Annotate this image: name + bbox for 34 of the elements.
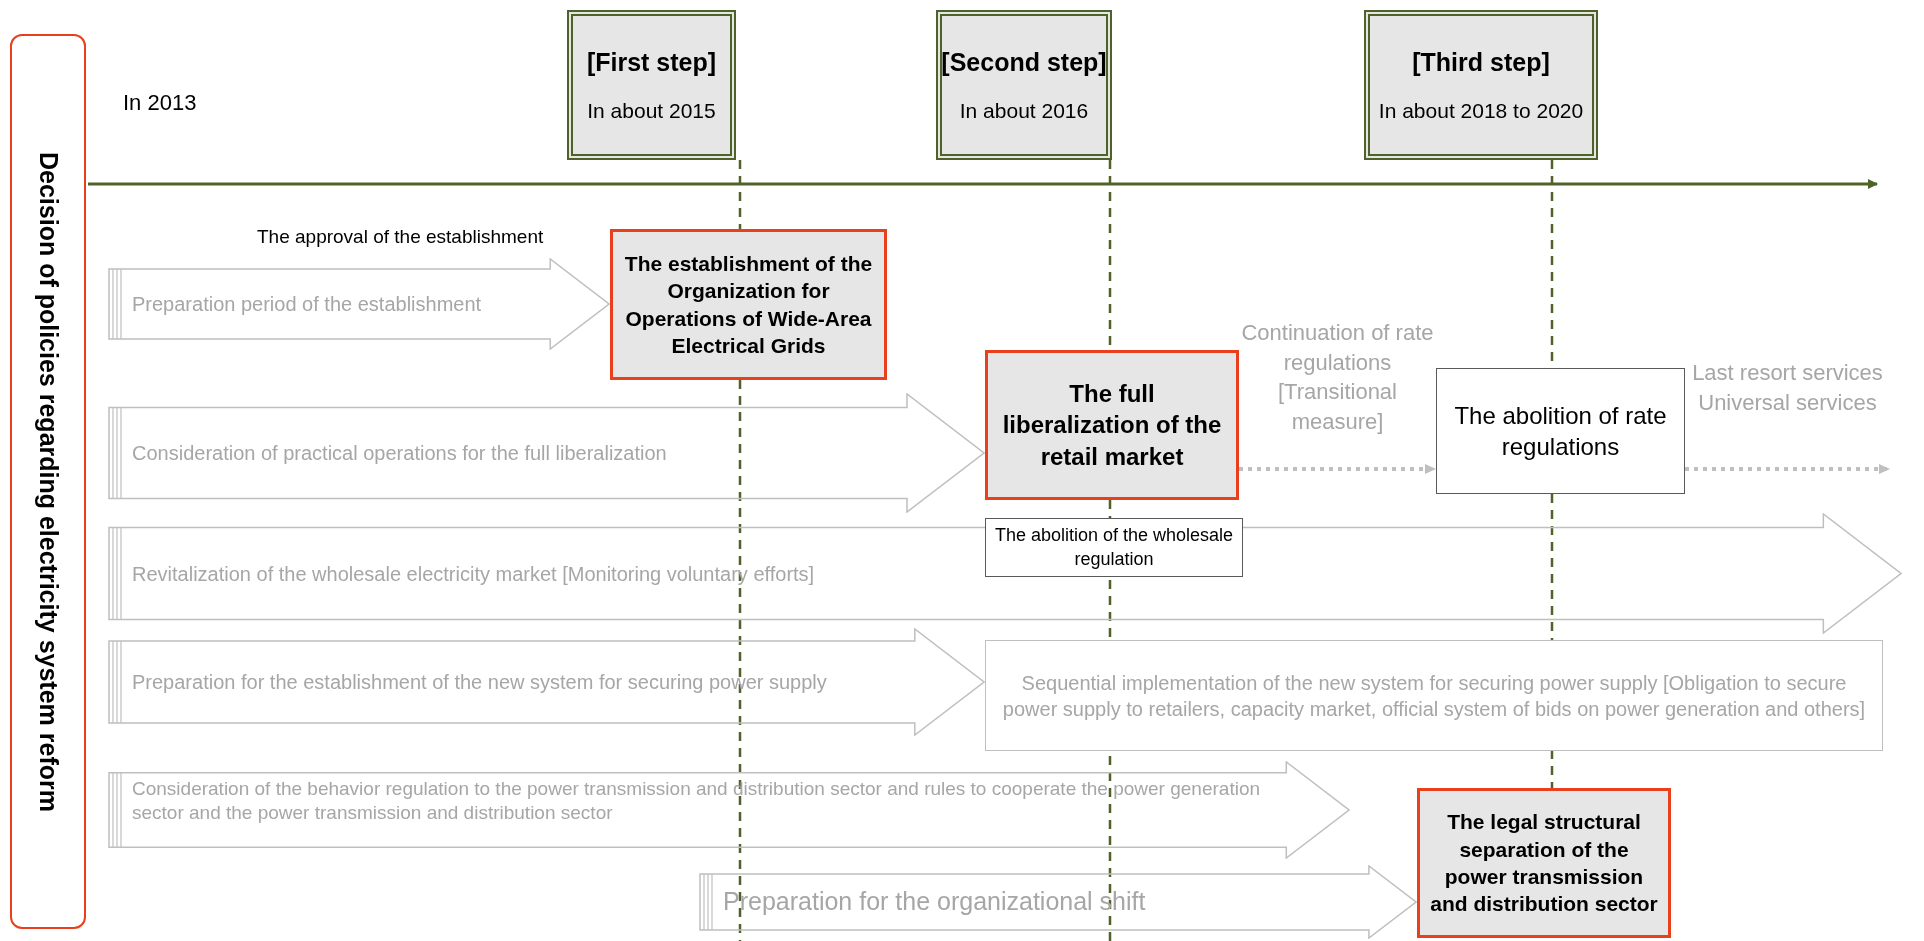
arrow-text: Preparation for the establishment of the new system for securing power supply <box>132 669 828 695</box>
pointed-banner <box>108 513 1902 634</box>
year-label: In 2013 <box>123 90 197 116</box>
arrow <box>1239 464 1436 474</box>
milestone-box: The full liberalization of the retail market <box>985 350 1239 500</box>
step-box <box>936 10 1112 160</box>
step-box <box>567 10 736 160</box>
arrow-text: Preparation period of the establishment <box>132 291 483 317</box>
dashed-guide-line <box>738 160 742 229</box>
edge-label: Continuation of rate regulations [Transitional measure] <box>1240 319 1435 437</box>
milestone-box: The abolition of rate regulations <box>1436 368 1685 494</box>
pointed-banner <box>108 761 1350 859</box>
milestone-box: The legal structural separation of the power transmission and distribution sector <box>1417 788 1671 938</box>
step-date: In about 2018 to 2020 <box>1378 98 1584 123</box>
milestone-box: The establishment of the Organization for Operations of Wide-Area Electrical Grids <box>610 229 887 380</box>
arrow-text: Preparation for the organizational shift <box>723 886 1147 918</box>
step-title: [Second step] <box>941 47 1107 77</box>
note-label: The approval of the establishment <box>257 226 544 248</box>
pointed-banner <box>108 258 610 350</box>
step-title: [First step] <box>586 47 717 77</box>
pointed-banner <box>108 628 985 736</box>
pointed-banner <box>108 393 985 513</box>
arrow <box>1685 464 1890 474</box>
step-title: [Third step] <box>1412 47 1550 77</box>
label-box: Decision of policies regarding electricity system reform <box>10 34 86 929</box>
arrow-text: Revitalization of the wholesale electricity market [Monitoring voluntary efforts] <box>132 561 816 586</box>
arrow-text: Consideration of practical operations for the full liberalization <box>132 440 668 466</box>
step-box <box>1364 10 1598 160</box>
edge-label: Last resort services Universal services <box>1691 359 1884 417</box>
step-date: In about 2015 <box>587 98 716 123</box>
arrow-text: Consideration of the behavior regulation to the power transmission and distribution sector and rules to cooperate the power generation sector and the power transmission and distribution sector <box>132 776 1261 825</box>
step-date: In about 2016 <box>959 98 1089 123</box>
pointed-banner <box>699 865 1417 939</box>
milestone-box: Sequential implementation of the new system for securing power supply [Obligation to secure power supply to retailers, capacity market, official system of bids on power generation and others] <box>985 640 1883 751</box>
